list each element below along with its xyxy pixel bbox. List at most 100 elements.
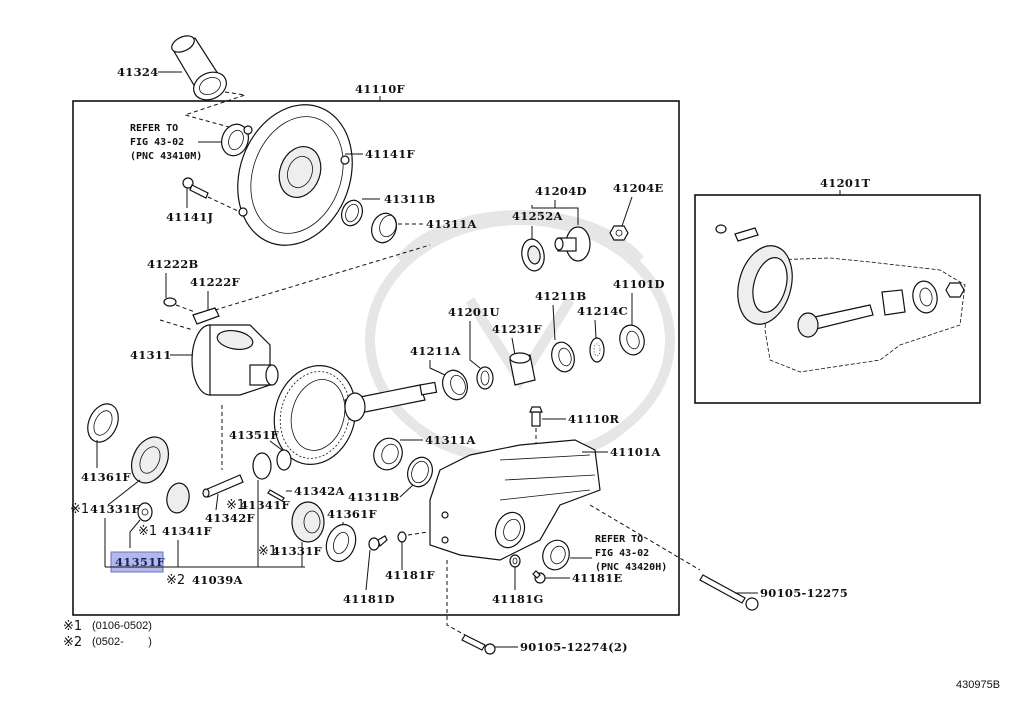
part-90105-12274-bolt[interactable] <box>461 634 496 655</box>
side-assembly-frame <box>694 194 981 404</box>
part-41341F-pinion-left[interactable] <box>165 481 192 514</box>
label-41342A[interactable]: 41342A <box>294 484 346 498</box>
label-41201U[interactable]: 41201U <box>448 305 500 319</box>
mark-1-right: ※1 <box>258 544 277 559</box>
label-41211B[interactable]: 41211B <box>535 289 587 303</box>
label-41141F[interactable]: 41141F <box>365 147 416 161</box>
label-41231F[interactable]: 41231F <box>492 322 543 336</box>
label-41141J[interactable]: 41141J <box>166 210 213 224</box>
part-41252A-oil-seal[interactable] <box>519 237 546 272</box>
label-41222F[interactable]: 41222F <box>190 275 241 289</box>
part-41214C-washer[interactable] <box>589 337 605 363</box>
label-41211A[interactable]: 41211A <box>410 344 462 358</box>
label-41361F-left[interactable]: 41361F <box>81 470 132 484</box>
part-41204D-companion-flange[interactable] <box>554 226 591 262</box>
footnote-2-mark: ※2 <box>63 635 82 650</box>
mark-1-mid: ※1 <box>138 524 157 539</box>
part-41351F-washer-small[interactable] <box>137 502 153 522</box>
refer-bottom-line3: (PNC 43420H) <box>595 562 667 573</box>
refer-top-line3: (PNC 43410M) <box>130 151 202 162</box>
part-41181D-bolt[interactable] <box>368 535 388 551</box>
assembly-label-main[interactable]: 41110F <box>355 82 406 96</box>
part-41311B-lower-shim[interactable] <box>404 454 437 490</box>
part-41311-differential-case[interactable] <box>191 324 279 396</box>
mark-1-left: ※1 <box>70 502 89 517</box>
part-41311B-top-shim[interactable] <box>338 197 366 228</box>
label-41204E[interactable]: 41204E <box>613 181 664 195</box>
label-41181G[interactable]: 41181G <box>492 592 544 606</box>
label-41351F-mid[interactable]: 41351F <box>229 428 280 442</box>
part-oil-seal-bottom[interactable] <box>539 536 574 573</box>
label-41181F[interactable]: 41181F <box>385 568 436 582</box>
mark-2: ※2 <box>166 573 185 588</box>
mark-1-pinion: ※1 <box>226 498 245 513</box>
part-41204E-nut[interactable] <box>609 225 629 241</box>
part-41201T-ring-pinion-set[interactable] <box>715 224 966 373</box>
label-41252A[interactable]: 41252A <box>512 209 564 223</box>
part-41181G-gasket[interactable] <box>509 554 521 568</box>
part-41351F-thrust-washer[interactable] <box>276 449 292 471</box>
part-41222F-lock-plate[interactable] <box>192 307 220 325</box>
label-41214C[interactable]: 41214C <box>577 304 628 318</box>
part-90105-12275-bolt[interactable] <box>699 574 759 611</box>
label-41204D[interactable]: 41204D <box>535 184 587 198</box>
label-41311A-top[interactable]: 41311A <box>426 217 478 231</box>
label-41311B-lower[interactable]: 41311B <box>348 490 400 504</box>
part-41211A-bearing[interactable] <box>439 367 472 403</box>
part-41201U-spacer[interactable] <box>476 366 494 390</box>
label-41341F-left[interactable]: 41341F <box>162 524 213 538</box>
part-41101D-oil-seal[interactable] <box>617 322 648 357</box>
footnote-1-mark: ※1 <box>63 619 82 634</box>
part-41101A-differential-carrier[interactable] <box>429 439 601 561</box>
part-41331F-side-gear-left[interactable] <box>124 431 175 489</box>
main-assembly-frame <box>72 100 680 616</box>
refer-top-line2[interactable]: FIG 43-02 <box>130 137 184 148</box>
figure-code: 430975B <box>956 679 1000 691</box>
part-41141J-bolt[interactable] <box>182 177 209 199</box>
part-41361F-right-washer[interactable] <box>321 520 360 565</box>
part-41342A-pin[interactable] <box>267 489 285 502</box>
part-41181F-plug[interactable] <box>397 531 407 543</box>
part-41342F-pinion-shaft[interactable] <box>202 474 244 498</box>
label-41342F[interactable]: 41342F <box>205 511 256 525</box>
part-41222B-bolt[interactable] <box>163 297 177 307</box>
part-ring-pinion-gear[interactable] <box>263 356 438 473</box>
part-41324-sleeve[interactable] <box>169 33 231 105</box>
refer-bottom-line1: REFER TO <box>595 534 643 545</box>
label-41101D[interactable]: 41101D <box>613 277 665 291</box>
part-41361F-left-washer[interactable] <box>82 399 124 447</box>
label-41331F-left[interactable]: 41331F <box>90 502 141 516</box>
label-90105-12274[interactable]: 90105-12274(2) <box>520 640 628 654</box>
part-41141F-extension-housing[interactable] <box>219 89 372 262</box>
part-41211B-bearing[interactable] <box>548 340 577 375</box>
part-41110R-breather-plug[interactable] <box>529 406 543 427</box>
part-41311A-lower-bearing[interactable] <box>369 434 406 474</box>
label-41311[interactable]: 41311 <box>130 348 172 362</box>
label-41181E[interactable]: 41181E <box>572 571 623 585</box>
part-41181E-plug[interactable] <box>532 570 546 584</box>
part-41231F-spacer[interactable] <box>509 352 536 386</box>
refer-top-line1: REFER TO <box>130 123 178 134</box>
assembly-label-side[interactable]: 41201T <box>820 176 871 190</box>
footnote-2-text: (0502- ) <box>92 636 152 648</box>
label-41341F-mid[interactable]: 41341F <box>240 498 291 512</box>
refer-bottom-line2[interactable]: FIG 43-02 <box>595 548 649 559</box>
label-41361F-right[interactable]: 41361F <box>327 507 378 521</box>
part-41331F-side-gear-right[interactable] <box>291 501 325 543</box>
label-41110R[interactable]: 41110R <box>568 412 620 426</box>
label-41311B-top[interactable]: 41311B <box>384 192 436 206</box>
label-41101A[interactable]: 41101A <box>610 445 662 459</box>
part-oil-seal-top[interactable] <box>217 121 252 160</box>
footnote-1-text: (0106-0502) <box>92 620 152 632</box>
label-41039A[interactable]: 41039A <box>192 573 244 587</box>
label-41331F-right[interactable]: 41331F <box>272 544 323 558</box>
part-41341F-pinion-mid[interactable] <box>252 452 272 480</box>
label-41222B[interactable]: 41222B <box>147 257 199 271</box>
label-90105-12275[interactable]: 90105-12275 <box>760 586 848 600</box>
label-41324[interactable]: 41324 <box>117 65 159 79</box>
label-41351F-selected[interactable]: 41351F <box>115 555 166 569</box>
label-41181D[interactable]: 41181D <box>343 592 395 606</box>
label-41311A-lower[interactable]: 41311A <box>425 433 477 447</box>
part-41311A-top-bearing[interactable] <box>368 210 401 246</box>
